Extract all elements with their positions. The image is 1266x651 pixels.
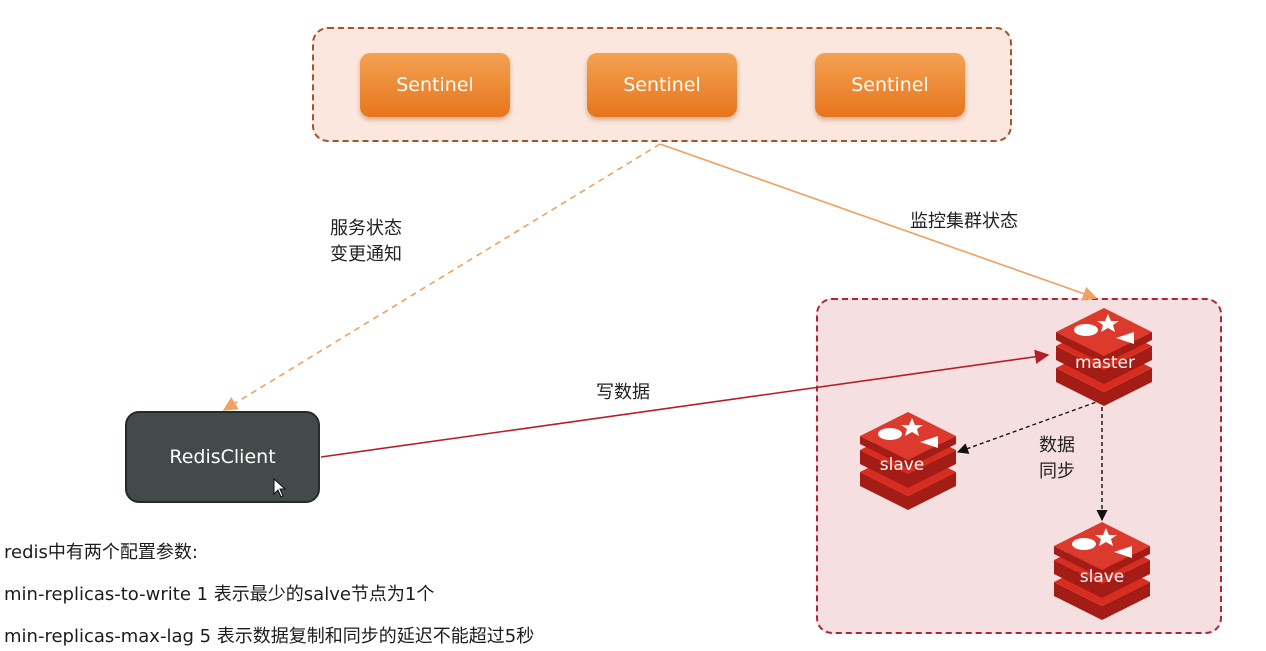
mouse-cursor-icon [273, 477, 287, 498]
monitor-label: 监控集群状态 [910, 211, 1018, 232]
monitor-arrow [659, 143, 1098, 301]
sync-label-line-1: 数据 [1039, 435, 1075, 456]
master-label: master [1075, 353, 1135, 373]
notify-arrow [222, 143, 661, 411]
redis-client-node: RedisClient [125, 411, 320, 503]
redis-master-node: master [1056, 308, 1152, 406]
redis-slave-node-2: slave [1054, 522, 1150, 620]
sentinel-node-1: Sentinel [360, 53, 510, 117]
sentinel-cluster-group: Sentinel Sentinel Sentinel [312, 27, 1012, 142]
sync-label: 数据 同步 [1039, 433, 1075, 485]
note-min-replicas-max-lag: min-replicas-max-lag 5 表示数据复制和同步的延迟不能超过5… [4, 626, 535, 647]
slave-2-label: slave [1080, 567, 1125, 587]
notify-label: 服务状态 变更通知 [330, 216, 402, 268]
note-heading: redis中有两个配置参数: [4, 542, 198, 563]
write-label: 写数据 [596, 382, 650, 403]
notify-label-line-2: 变更通知 [330, 244, 402, 265]
sentinel-node-3: Sentinel [815, 53, 965, 117]
notify-label-line-1: 服务状态 [330, 218, 402, 239]
note-min-replicas-to-write: min-replicas-to-write 1 表示最少的salve节点为1个 [4, 584, 435, 605]
sync-label-line-2: 同步 [1039, 461, 1075, 482]
sentinel-node-2: Sentinel [587, 53, 737, 117]
redis-slave-node-1: slave [860, 412, 956, 510]
write-arrow [320, 349, 1050, 458]
sync-arrow-slave-1 [956, 399, 1103, 454]
slave-1-label: slave [880, 455, 925, 475]
